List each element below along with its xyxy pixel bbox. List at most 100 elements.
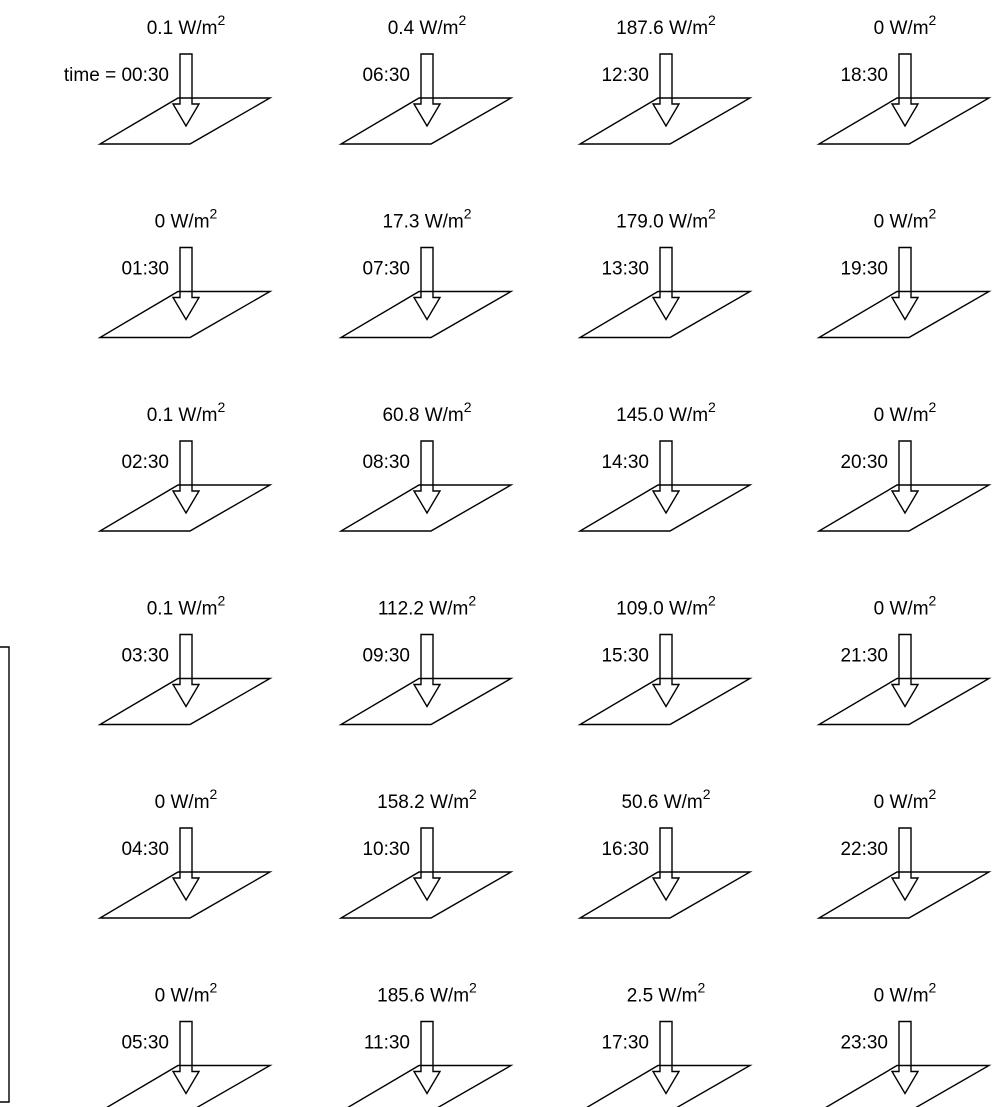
flux-value: 109.0: [616, 599, 669, 620]
flux-unit-exponent: 2: [464, 399, 472, 415]
time-label: 06:30: [362, 65, 410, 86]
flux-unit: W/m: [890, 212, 929, 233]
flux-label: 112.2 W/m2: [378, 593, 476, 620]
time-label: 04:30: [121, 839, 169, 860]
flux-unit: W/m: [425, 212, 464, 233]
flux-unit: W/m: [430, 986, 469, 1007]
surface-parallelogram: [586, 1064, 753, 1107]
flux-unit-exponent: 2: [703, 786, 711, 802]
flux-label: 0 W/m2: [874, 12, 937, 39]
time-label: 07:30: [362, 259, 410, 280]
flux-unit-exponent: 2: [210, 786, 218, 802]
flux-unit-exponent: 2: [458, 12, 466, 28]
down-arrow-icon: [412, 1020, 442, 1095]
flux-unit: W/m: [669, 18, 708, 39]
down-arrow-icon: [412, 827, 442, 902]
flux-label: 17.3 W/m2: [382, 206, 471, 233]
surface-parallelogram: [97, 290, 273, 339]
down-arrow-icon: [890, 246, 920, 321]
surface-parallelogram: [338, 677, 514, 726]
flux-unit-exponent: 2: [929, 593, 937, 609]
surface-parallelogram: [577, 871, 753, 919]
surface-parallelogram: [338, 290, 514, 339]
flux-value: 0.1: [147, 599, 179, 620]
surface-parallelogram: [347, 1064, 514, 1107]
time-label: 10:30: [362, 839, 410, 860]
flux-label: 187.6 W/m2: [616, 12, 716, 39]
flux-value: 185.6: [377, 986, 430, 1007]
surface-parallelogram: [816, 677, 992, 726]
flux-cell: 158.2 W/m2 10:30: [338, 786, 514, 919]
flux-unit-exponent: 2: [469, 786, 477, 802]
down-arrow-icon: [890, 827, 920, 902]
surface-parallelogram: [816, 290, 992, 339]
flux-unit-exponent: 2: [708, 12, 716, 28]
flux-value: 0.1: [147, 405, 179, 426]
flux-label: 0 W/m2: [874, 399, 937, 426]
flux-value: 0: [874, 405, 890, 426]
down-arrow-icon: [171, 440, 201, 515]
down-arrow-icon: [651, 633, 681, 708]
flux-unit: W/m: [890, 792, 929, 813]
flux-unit-exponent: 2: [217, 593, 225, 609]
flux-cell: 17.3 W/m2 07:30: [338, 206, 514, 339]
surface-parallelogram: [577, 677, 753, 726]
surface-parallelogram: [97, 871, 273, 919]
down-arrow-icon: [651, 246, 681, 321]
flux-value: 0: [155, 792, 171, 813]
flux-label: 0 W/m2: [155, 206, 218, 233]
flux-label: 0.1 W/m2: [147, 593, 226, 620]
flux-label: 0 W/m2: [874, 786, 937, 813]
flux-unit-exponent: 2: [464, 206, 472, 222]
down-arrow-icon: [890, 440, 920, 515]
down-arrow-icon: [890, 53, 920, 128]
time-label: 01:30: [121, 259, 169, 280]
flux-label: 2.5 W/m2: [627, 980, 706, 1007]
flux-value: 60.8: [382, 405, 424, 426]
flux-unit-exponent: 2: [929, 786, 937, 802]
down-arrow-icon: [412, 633, 442, 708]
time-label: 15:30: [601, 646, 649, 667]
time-label: 17:30: [601, 1033, 649, 1054]
flux-value: 187.6: [616, 18, 669, 39]
flux-unit-exponent: 2: [929, 12, 937, 28]
time-label: 08:30: [362, 452, 410, 473]
surface-parallelogram: [816, 871, 992, 919]
down-arrow-icon: [651, 1020, 681, 1095]
time-label: 19:30: [840, 259, 888, 280]
down-arrow-icon: [651, 440, 681, 515]
flux-value: 145.0: [616, 405, 669, 426]
flux-unit: W/m: [171, 212, 210, 233]
flux-unit: W/m: [178, 18, 217, 39]
flux-cell: 60.8 W/m2 08:30: [338, 399, 514, 532]
surface-parallelogram: [97, 677, 273, 726]
flux-label: 50.6 W/m2: [621, 786, 710, 813]
flux-cell: 2.5 W/m2 17:30: [586, 980, 753, 1107]
flux-label: 0.1 W/m2: [147, 12, 226, 39]
flux-unit: W/m: [430, 792, 469, 813]
surface-parallelogram: [97, 484, 273, 532]
down-arrow-icon: [651, 827, 681, 902]
flux-value: 0: [155, 986, 171, 1007]
flux-unit: W/m: [425, 405, 464, 426]
down-arrow-icon: [171, 246, 201, 321]
down-arrow-icon: [171, 827, 201, 902]
surface-parallelogram: [106, 1064, 273, 1107]
flux-value: 179.0: [616, 212, 669, 233]
flux-unit-exponent: 2: [217, 399, 225, 415]
down-arrow-icon: [171, 1020, 201, 1095]
flux-unit: W/m: [178, 405, 217, 426]
down-arrow-icon: [412, 53, 442, 128]
down-arrow-icon: [171, 53, 201, 128]
flux-label: 158.2 W/m2: [377, 786, 477, 813]
